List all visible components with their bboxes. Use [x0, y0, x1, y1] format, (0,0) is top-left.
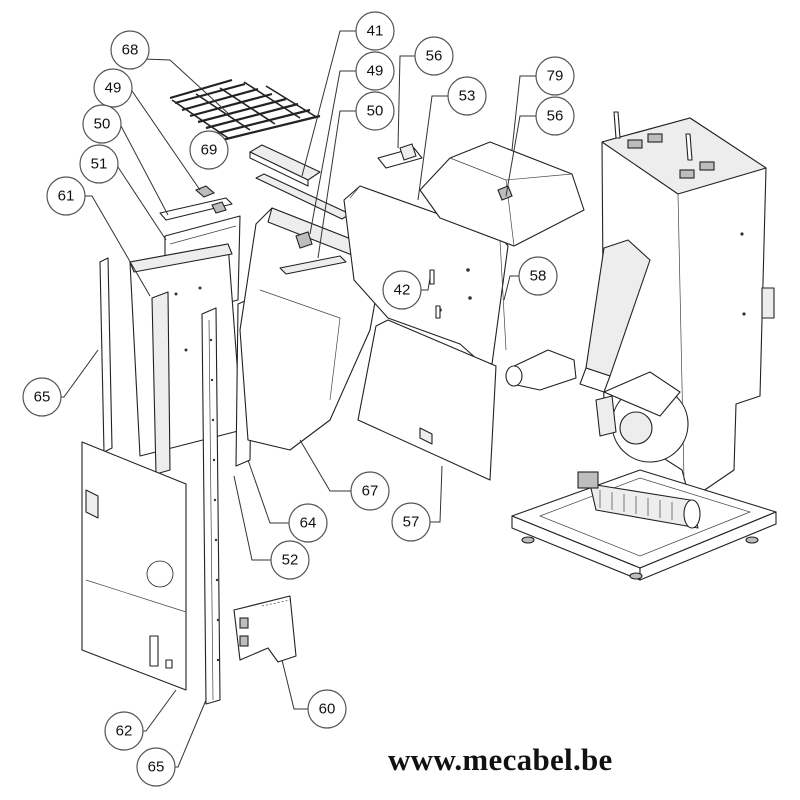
callout-56: 56 — [414, 36, 454, 76]
callout-label: 61 — [58, 188, 75, 205]
callout-41: 41 — [355, 11, 395, 51]
website-url: www.mecabel.be — [388, 742, 613, 777]
callout-65: 65 — [22, 377, 62, 417]
callout-label: 69 — [201, 142, 218, 159]
callout-61: 61 — [46, 176, 86, 216]
callout-50: 50 — [82, 104, 122, 144]
callout-label: 62 — [116, 723, 133, 740]
callout-label: 56 — [547, 108, 564, 125]
callout-68: 68 — [110, 30, 150, 70]
callout-label: 79 — [547, 68, 564, 85]
part-60-bracket — [233, 595, 297, 663]
part-62-front-panel — [81, 441, 187, 691]
callout-69: 69 — [189, 130, 229, 170]
callout-50: 50 — [355, 91, 395, 131]
callout-label: 50 — [367, 103, 384, 120]
stove-chassis — [505, 111, 777, 581]
callout-label: 57 — [403, 514, 420, 531]
part-65-upright-left — [99, 257, 171, 475]
part-61-panel — [129, 243, 243, 457]
callout-label: 53 — [459, 88, 476, 105]
callout-label: 42 — [394, 282, 411, 299]
callout-58: 58 — [518, 256, 558, 296]
callout-label: 49 — [105, 80, 122, 97]
callout-label: 68 — [122, 42, 139, 59]
callout-65: 65 — [136, 747, 176, 787]
callout-49: 49 — [93, 68, 133, 108]
callout-label: 49 — [367, 63, 384, 80]
callout-56: 56 — [535, 96, 575, 136]
callout-label: 56 — [426, 48, 443, 65]
part-79-box — [419, 141, 585, 247]
callout-51: 51 — [79, 144, 119, 184]
callout-label: 51 — [91, 156, 108, 173]
part-42-pins — [429, 269, 441, 319]
callout-52: 52 — [270, 540, 310, 580]
callout-57: 57 — [391, 502, 431, 542]
callout-label: 50 — [94, 116, 111, 133]
callout-label: 65 — [34, 389, 51, 406]
part-56-bracket — [377, 143, 423, 169]
part-58-edge — [499, 239, 507, 351]
callout-53: 53 — [447, 76, 487, 116]
callout-64: 64 — [288, 503, 328, 543]
callout-label: 64 — [300, 515, 317, 532]
callout-label: 58 — [530, 268, 547, 285]
callout-label: 60 — [319, 701, 336, 718]
part-49-bracket — [194, 185, 216, 198]
part-50-strip — [159, 197, 233, 221]
part-69-bar — [249, 144, 321, 187]
callout-60: 60 — [307, 689, 347, 729]
callout-42: 42 — [382, 270, 422, 310]
part-57-plate — [357, 319, 497, 481]
leader-lines — [42, 30, 537, 768]
callout-label: 41 — [367, 23, 384, 40]
callout-label: 67 — [362, 483, 379, 500]
callout-67: 67 — [350, 471, 390, 511]
callout-label: 65 — [148, 759, 165, 776]
part-65-upright-right — [201, 307, 221, 705]
part-68-grate — [169, 78, 321, 142]
callout-62: 62 — [104, 711, 144, 751]
callout-49: 49 — [355, 51, 395, 91]
callout-label: 52 — [282, 552, 299, 569]
callout-79: 79 — [535, 56, 575, 96]
